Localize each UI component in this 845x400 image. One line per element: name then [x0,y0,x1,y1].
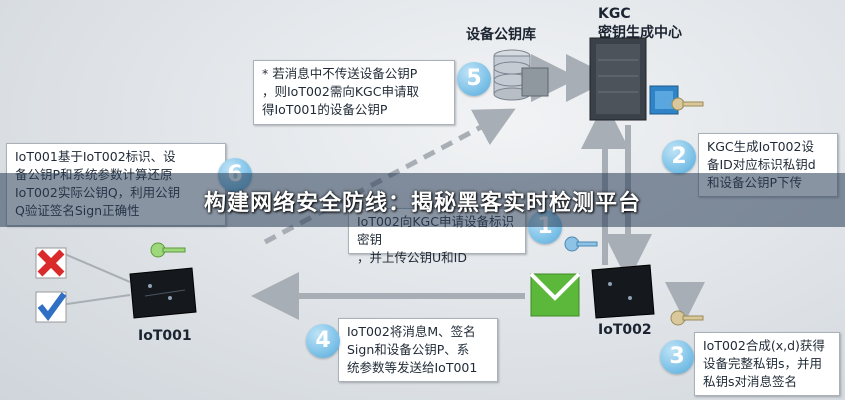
step4-circle: 4 [306,324,340,358]
key-icon-kgc [671,97,704,111]
step2-circle: 2 [662,140,696,174]
iot002-device-icon [591,264,655,319]
step3-note: IoT002合成(x,d)获得 设备完整私钥s，并用 私钥s对消息签名 [694,332,840,396]
key-icon-green [150,242,186,258]
step3-circle: 3 [660,340,694,374]
key-icon-tan [670,310,704,326]
banner-title: 构建网络安全防线：揭秘黑客实时检测平台 [203,191,641,216]
iot001-device-icon [129,267,197,319]
step5-circle: 5 [457,62,491,96]
title-banner [0,173,845,227]
reject-icon [35,247,67,279]
step5-note: * 若消息中不传送设备公钥P ，则IoT002需向KGC申请取 得IoT001的… [253,60,455,125]
envelope-icon [529,272,581,317]
accept-icon [35,291,67,323]
arrow-connector-left [59,251,131,283]
arrow-connector-left2 [59,294,131,306]
kgc-label: KGC [598,6,631,22]
kgc-subtitle-label: 密钥生成中心 [598,25,682,41]
iot001-label: IoT001 [138,328,192,344]
key-icon-blue [564,236,598,252]
device-pubkey-db-label: 设备公钥库 [466,27,536,43]
server-tower-icon [589,37,679,121]
iot002-label: IoT002 [598,322,652,338]
database-icon [493,49,549,101]
step4-note: IoT002将消息M、签名 Sign和设备公钥P、系 统参数等发送给IoT001 [338,318,498,382]
